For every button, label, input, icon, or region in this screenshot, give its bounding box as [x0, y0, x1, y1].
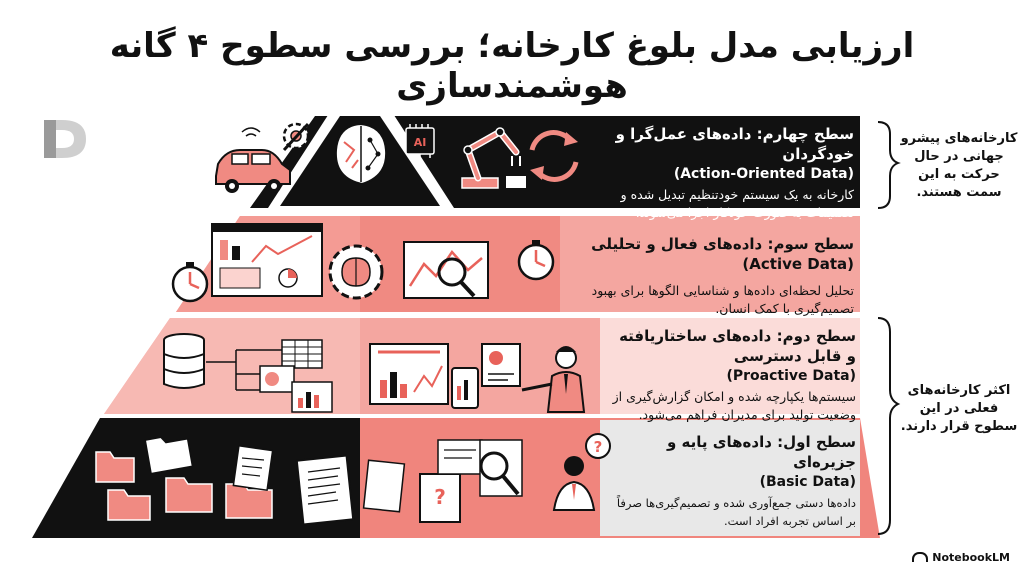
level-1-heading: سطح اول: داده‌های پایه و جزیره‌ای [606, 432, 856, 472]
level-2-desc: سیستم‌ها یکپارچه شده و امکان گزارش‌گیری … [606, 388, 856, 424]
database-icon [164, 334, 204, 388]
notebooklm-icon [912, 552, 928, 562]
analytics-magnifier-icon [404, 242, 488, 298]
brain-circuit-icon [336, 124, 386, 184]
level-4-panel: سطح چهارم: داده‌های عمل‌گرا و خودگردان (… [584, 124, 854, 222]
stopwatch-icon [173, 262, 207, 301]
level-4-desc: کارخانه به یک سیستم خودتنظیم تبدیل شده و… [584, 186, 854, 222]
level-2-panel: سطح دوم: داده‌های ساختاریافته و قابل دست… [606, 326, 856, 424]
chart-card-icon-2 [482, 344, 520, 386]
level-4-heading: سطح چهارم: داده‌های عمل‌گرا و خودگردان [584, 124, 854, 164]
level-2-heading: سطح دوم: داده‌های ساختاریافته و قابل دست… [606, 326, 856, 366]
level-1-panel: سطح اول: داده‌های پایه و جزیره‌ای (Basic… [606, 432, 856, 530]
side-note-top: کارخانه‌های پیشرو جهانی در حال حرکت به ا… [900, 130, 1018, 202]
brain-gear-icon [330, 246, 382, 298]
svg-text:?: ? [594, 438, 603, 456]
bracket-top [878, 122, 898, 208]
level-2-english: (Proactive Data) [606, 366, 856, 386]
dashboard-report-icon [370, 344, 448, 404]
brand-text: NotebookLM [932, 551, 1010, 564]
level-3-desc: تحلیل لحظه‌ای داده‌ها و شناسایی الگوها ب… [572, 282, 854, 318]
car-icon [216, 128, 290, 193]
tablet-chart-icon [452, 368, 478, 408]
bracket-bottom [878, 318, 898, 534]
level-3-panel: سطح سوم: داده‌های فعال و تحلیلی (Active … [572, 234, 854, 318]
table-icon [282, 340, 322, 368]
svg-text:?: ? [434, 485, 446, 509]
level-3-heading: سطح سوم: داده‌های فعال و تحلیلی (Active … [572, 234, 854, 274]
side-note-bottom: اکثر کارخانه‌های فعلی در این سطوح قرار د… [900, 382, 1018, 436]
ai-chip-label: AI [414, 136, 427, 149]
level-4-english: (Action-Oriented Data) [584, 164, 854, 184]
gear-wrench-icon [284, 124, 308, 150]
magnifier-icon [480, 440, 522, 496]
ai-chip-icon: AI [406, 124, 434, 158]
level-1-english: (Basic Data) [606, 472, 856, 492]
brand-label: NotebookLM [912, 551, 1010, 564]
level-1-desc: داده‌ها دستی جمع‌آوری شده و تصمیم‌گیری‌ه… [606, 494, 856, 530]
dashboard-icon [212, 224, 322, 296]
